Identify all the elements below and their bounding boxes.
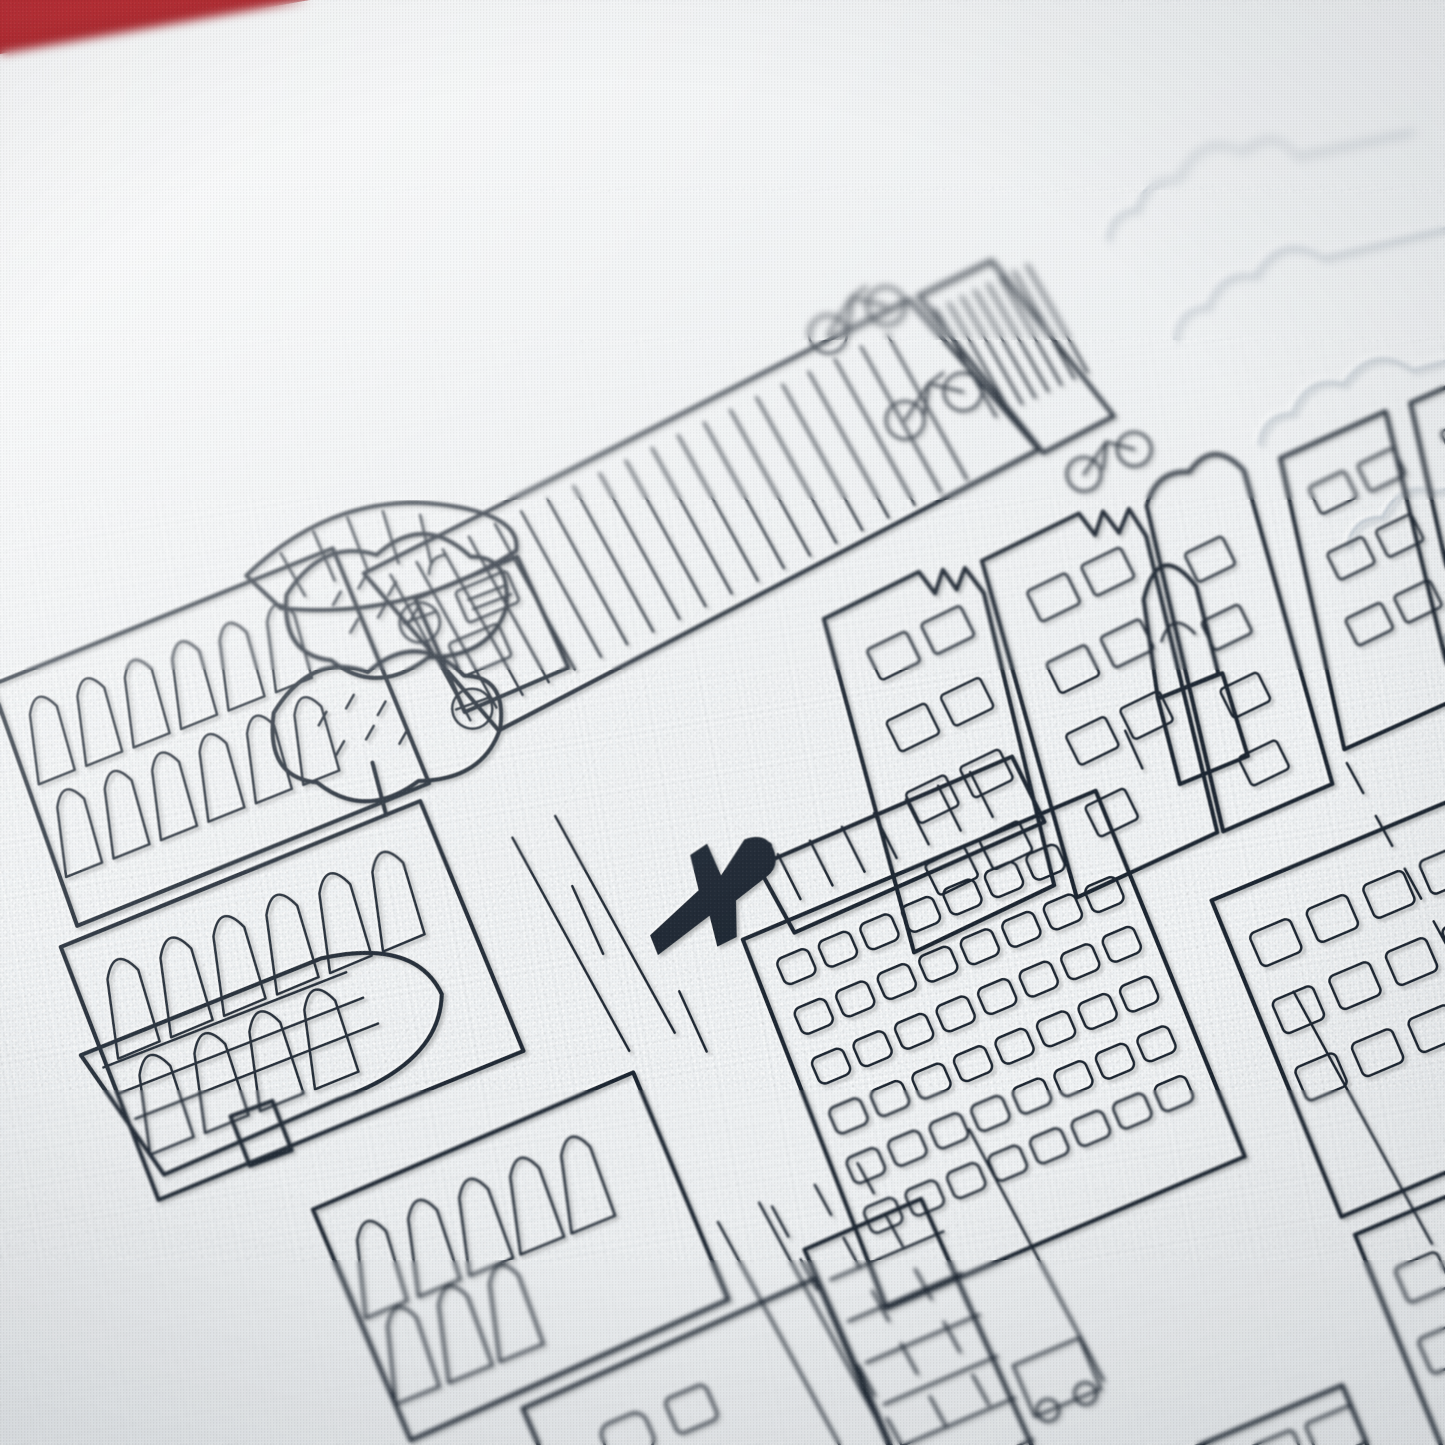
small-bus-icon: [1011, 1336, 1102, 1423]
bicycle-icon: [884, 371, 984, 441]
motion-lines: [770, 761, 1445, 1445]
bicycle-icon: [1065, 430, 1153, 493]
arched-facade-mid: [310, 1070, 731, 1443]
canal-house: [821, 565, 1057, 955]
dense-facade-right-lower: [1352, 1110, 1445, 1445]
arcade-building: [916, 258, 1116, 455]
canal-house: [1277, 409, 1445, 752]
cloud-icon: [1345, 457, 1445, 548]
arched-facade-left: [0, 546, 432, 928]
church-spire: [1141, 563, 1250, 787]
airplane-icon: [650, 836, 776, 955]
tram-vehicle: [1149, 1383, 1388, 1445]
stepped-tower: [802, 1196, 1090, 1445]
rounded-window-block: [520, 1275, 964, 1445]
tree-icon: [270, 649, 504, 804]
cloud-icon: [1172, 226, 1445, 341]
modern-block: [740, 788, 1247, 1311]
cloud-group: [1105, 129, 1445, 647]
canal-house-row: [821, 353, 1445, 955]
tree-trunk: [370, 760, 389, 818]
